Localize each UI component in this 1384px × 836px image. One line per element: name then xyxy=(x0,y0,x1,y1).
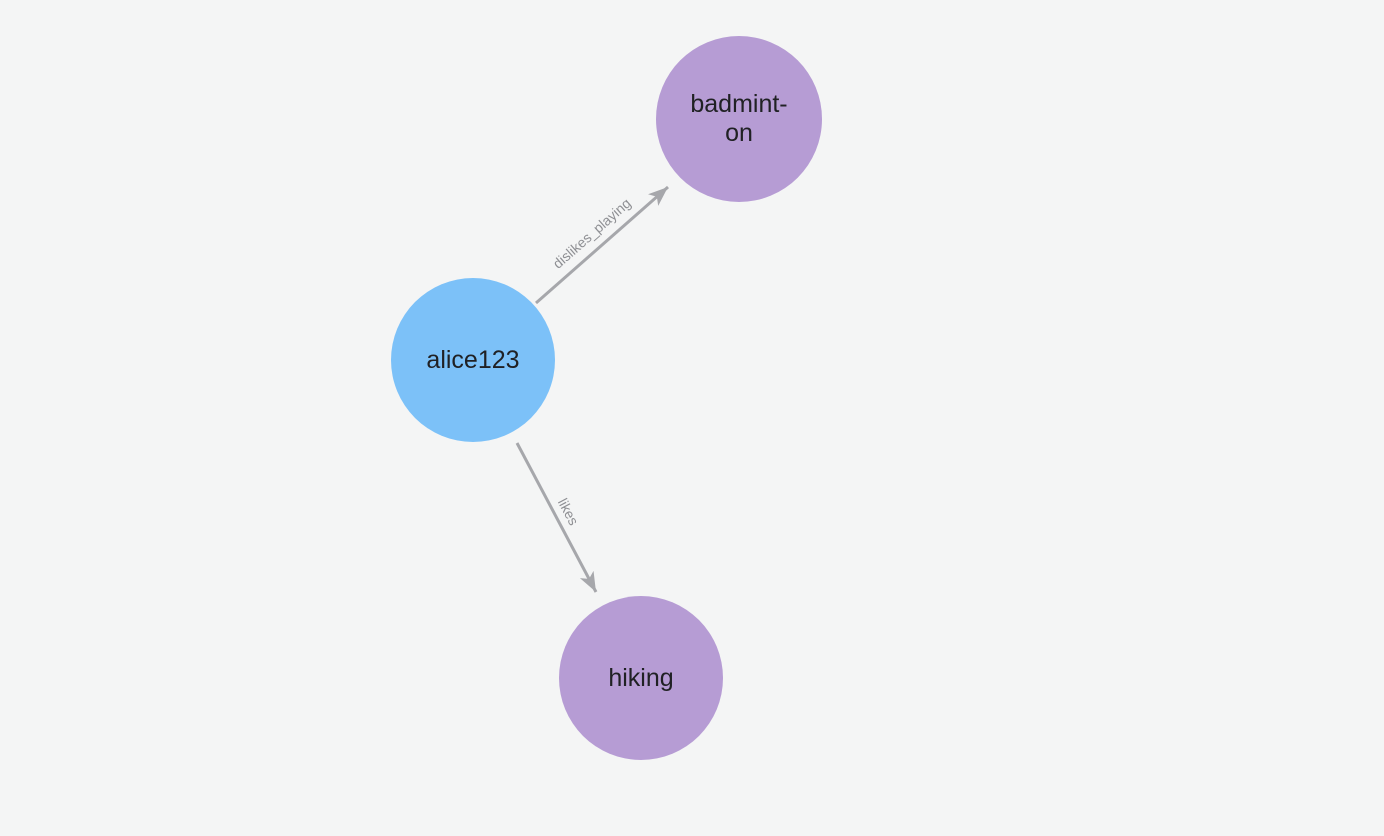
edge-label-dislikes-playing: dislikes_playing xyxy=(550,195,634,272)
edge-dislikes-playing[interactable]: dislikes_playing xyxy=(535,185,669,305)
node-hiking[interactable]: hiking xyxy=(559,596,723,760)
node-alice123[interactable]: alice123 xyxy=(391,278,555,442)
node-hiking-label: hiking xyxy=(608,663,674,692)
node-alice123-label: alice123 xyxy=(426,345,520,374)
edge-likes[interactable]: likes xyxy=(515,442,598,593)
node-badminton-label: badmint- on xyxy=(690,90,788,147)
node-badminton[interactable]: badmint- on xyxy=(656,36,822,202)
